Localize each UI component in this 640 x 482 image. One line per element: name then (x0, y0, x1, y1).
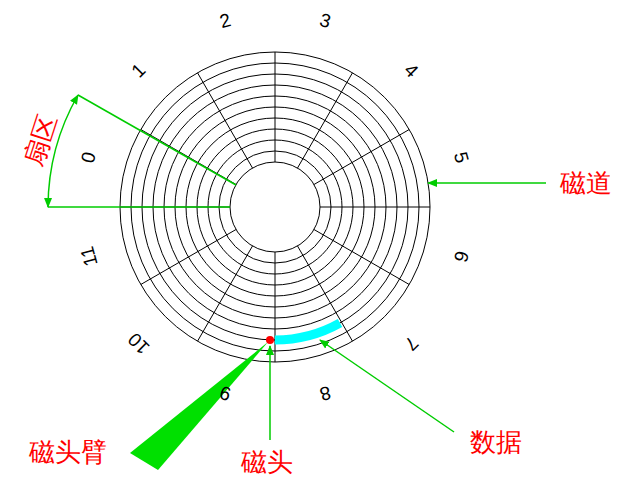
data-leader (320, 340, 454, 432)
data-label: 数据 (470, 429, 522, 455)
track-label: 磁道 (560, 170, 612, 196)
sector-number: 1 (128, 60, 149, 81)
sector-line (275, 52, 276, 162)
track-leader (428, 182, 546, 184)
sector-number: 6 (451, 249, 472, 264)
sector-number: 0 (78, 149, 99, 164)
sector-number: 8 (317, 383, 332, 404)
sector-line (141, 230, 236, 285)
sector-line (198, 73, 253, 168)
sector-number: 2 (217, 10, 232, 31)
head-label: 磁头 (241, 449, 293, 475)
sector-number: 10 (124, 329, 152, 357)
sector-line (275, 252, 276, 362)
head-leader (269, 346, 271, 440)
sector-number: 7 (401, 333, 422, 354)
sector-line (314, 130, 409, 185)
sector-number: 11 (77, 245, 100, 269)
data-arc (275, 323, 340, 340)
sector-number: 5 (451, 149, 472, 164)
head-arm-label: 磁头臂 (29, 439, 107, 465)
sector-line (320, 207, 430, 208)
sector-label: 扇区 (20, 111, 61, 168)
track-circle (219, 151, 331, 263)
track-circle (230, 162, 320, 252)
head-dot (266, 336, 274, 344)
sector-number: 4 (401, 60, 422, 81)
sector-marker (48, 95, 236, 207)
sector-line (298, 73, 353, 168)
sector-line (198, 246, 253, 341)
sector-number: 3 (317, 10, 332, 31)
sector-line (314, 230, 409, 285)
